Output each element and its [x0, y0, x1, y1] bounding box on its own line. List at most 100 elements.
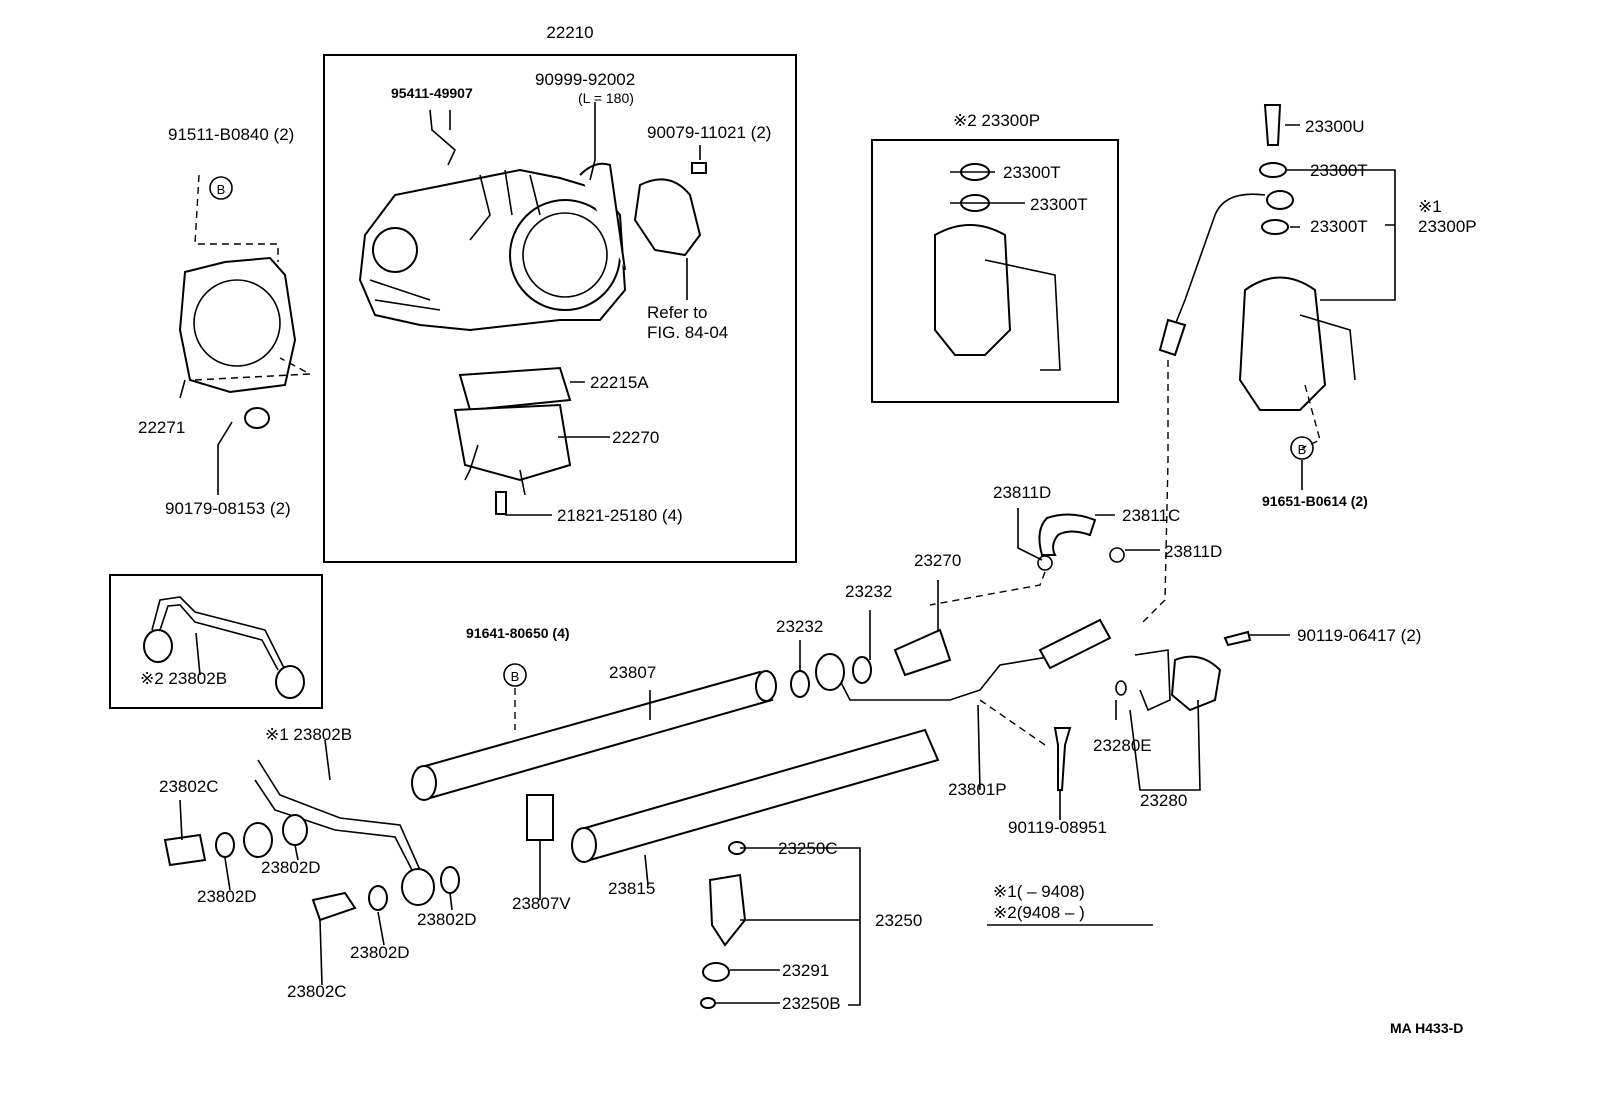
fuel-hose-part: [1174, 193, 1266, 326]
fuel-pipe-23802b-2: [151, 596, 286, 671]
fuel-filter-23300p-1: [1238, 276, 1327, 411]
label-23802d-d: 23802D: [350, 943, 410, 962]
label-23811c: 23811C: [1122, 506, 1180, 525]
fuel-pipe-23802b-1: [257, 759, 421, 871]
legend-line-2: ※2(9408 – ): [993, 903, 1085, 922]
bolt-23300u: [1263, 104, 1282, 146]
gasket-23802d-d: [368, 885, 388, 911]
o-ring-23250b: [700, 997, 716, 1009]
label-23300t-d: 23300T: [1310, 217, 1368, 236]
label-23801p: 23801P: [948, 780, 1007, 799]
fuel-pipe-inset-box: [109, 574, 323, 709]
b-mark-1-letter: B: [217, 182, 226, 197]
nut-90179-part: [244, 407, 270, 429]
b-mark-2: [1290, 436, 1314, 460]
washer-23300t-c: [1259, 162, 1287, 178]
label-22271: 22271: [138, 418, 185, 437]
label-22210: 22210: [546, 23, 593, 42]
pressure-regulator-23280: [1170, 655, 1222, 712]
label-23300p-2: ※2 23300P: [953, 111, 1040, 130]
label-91651: 91651-B0614 (2): [1262, 493, 1368, 509]
label-23802d-a: 23802D: [261, 858, 321, 877]
bolt-23802c-a: [163, 833, 207, 867]
label-23232-b: 23232: [776, 617, 823, 636]
bolt-90119-06417: [1223, 630, 1252, 647]
fuel-hose-top: [1038, 618, 1112, 670]
pulsation-damper-23270: [893, 628, 952, 677]
b-mark-3: [503, 663, 527, 687]
label-23280e: 23280E: [1093, 736, 1152, 755]
clamp-23811d-b: [1109, 547, 1125, 563]
label-23300p-1: 23300P: [1418, 217, 1477, 236]
bolt-23802c-b: [311, 891, 357, 922]
label-23811d-a: 23811D: [993, 483, 1051, 502]
gasket-23232-a: [790, 670, 810, 698]
label-23802c-b: 23802C: [287, 982, 347, 1001]
gasket-23802d-c: [215, 832, 235, 858]
delivery-pipe-23807: [416, 670, 774, 800]
label-23291: 23291: [782, 961, 829, 980]
b-mark-1: [209, 176, 233, 200]
label-23232-a: 23232: [845, 582, 892, 601]
label-23802d-c: 23802D: [417, 910, 477, 929]
gasket-22271-part: [178, 256, 297, 394]
isc-valve-22270-part: [453, 403, 572, 482]
gasket-23802d-b: [440, 866, 460, 894]
fuel-filter-23300p-2: [934, 224, 1012, 356]
screw-21821-part: [495, 491, 507, 515]
label-95411: 95411-49907: [391, 85, 473, 101]
label-91511: 91511-B0840 (2): [168, 125, 294, 144]
label-23815: 23815: [608, 879, 655, 898]
screw-90079-part: [691, 162, 707, 174]
throttle-body-part: [358, 162, 627, 332]
fuel-filter-group-box: [871, 139, 1119, 403]
delivery-pipe-23815: [576, 728, 940, 862]
insulator-23807v: [526, 794, 554, 841]
throttle-sensor-part: [633, 178, 702, 257]
label-refer-to: Refer to: [647, 303, 707, 322]
label-21821: 21821-25180 (4): [557, 506, 683, 525]
label-23300t-a: 23300T: [1003, 163, 1061, 182]
clamp-23811d-a: [1037, 555, 1053, 571]
b-mark-3-letter: B: [511, 669, 520, 684]
label-23270: 23270: [914, 551, 961, 570]
label-23300u: 23300U: [1305, 117, 1365, 136]
union-23300t: [1266, 190, 1294, 210]
label-23802b-1: ※1 23802B: [265, 725, 352, 744]
label-fig-ref: FIG. 84-04: [647, 323, 728, 342]
b-mark-2-letter: B: [1298, 442, 1307, 457]
hose-23811c: [1038, 513, 1097, 556]
throttle-body-group-box: [323, 54, 797, 563]
label-90179: 90179-08153 (2): [165, 499, 291, 518]
gasket-22215a-part: [458, 366, 572, 412]
label-23807: 23807: [609, 663, 656, 682]
label-23250c: 23250C: [778, 839, 838, 858]
label-22270: 22270: [612, 428, 659, 447]
label-23300t-b: 23300T: [1030, 195, 1088, 214]
label-23802c-a: 23802C: [159, 777, 219, 796]
label-23250: 23250: [875, 911, 922, 930]
hose-95411-part: [429, 109, 456, 166]
label-23300t-c: 23300T: [1310, 161, 1368, 180]
diagram-code: MA H433-D: [1390, 1020, 1463, 1036]
injector-23250: [708, 873, 747, 947]
o-ring-23280e: [1115, 680, 1127, 696]
gasket-23232-b: [852, 656, 872, 684]
label-90999-length: (L = 180): [578, 90, 634, 106]
label-23807v: 23807V: [512, 894, 571, 913]
label-23250b: 23250B: [782, 994, 841, 1013]
label-90119-06417: 90119-06417 (2): [1297, 626, 1421, 645]
insulator-23291: [702, 962, 730, 982]
label-91641: 91641-80650 (4): [466, 625, 570, 641]
legend-line-1: ※1( – 9408): [993, 882, 1085, 901]
label-23280: 23280: [1140, 791, 1187, 810]
label-23802b-2: ※2 23802B: [140, 669, 227, 688]
bolt-90119-08951: [1053, 727, 1072, 791]
label-23802d-b: 23802D: [197, 887, 257, 906]
label-90119-08951: 90119-08951: [1008, 818, 1107, 837]
label-90999: 90999-92002: [535, 70, 635, 89]
label-90079: 90079-11021 (2): [647, 123, 771, 142]
isc-pipes-part: [464, 444, 526, 496]
